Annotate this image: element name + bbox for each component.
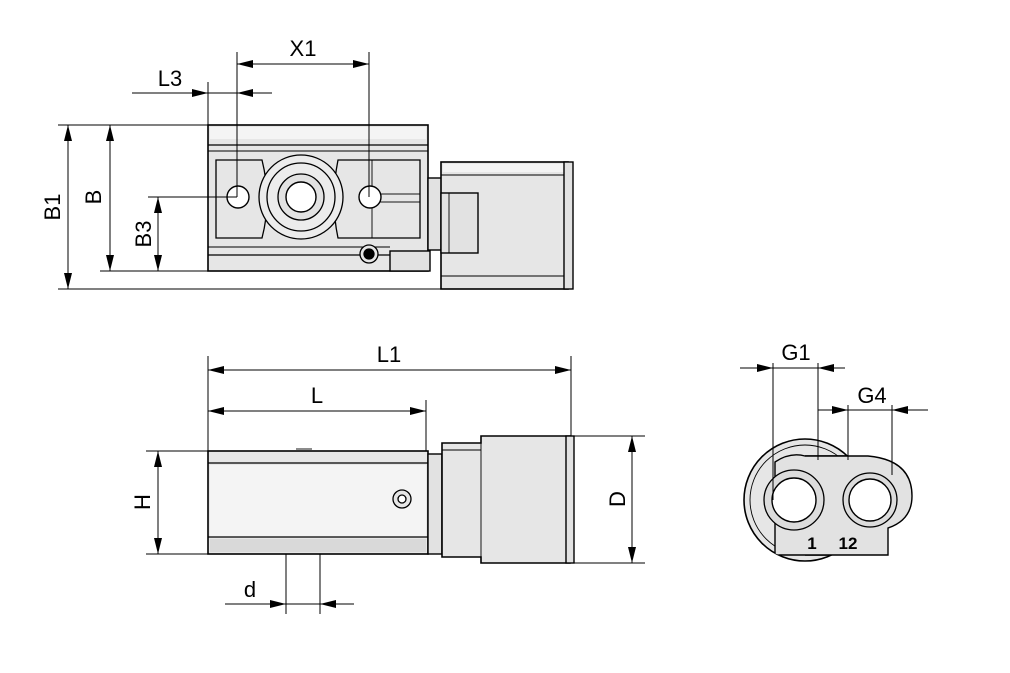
end-port-12-bore — [848, 478, 892, 522]
label-h: H — [130, 494, 155, 510]
label-b3: B3 — [131, 221, 156, 248]
dimension-D: D — [605, 436, 636, 563]
dimension-d: d — [225, 577, 354, 608]
label-l1: L1 — [377, 342, 401, 367]
dimension-x1: X1 — [237, 36, 369, 68]
dimension-b: B — [81, 125, 114, 271]
label-l: L — [311, 383, 323, 408]
dimension-g1: G1 — [740, 340, 845, 372]
dimension-g4: G4 — [818, 383, 928, 414]
label-g1: G1 — [781, 340, 810, 365]
dimension-l: L — [208, 383, 426, 415]
side-view: L1 L H D d — [130, 342, 645, 614]
label-g4: G4 — [857, 383, 886, 408]
label-l3: L3 — [158, 66, 182, 91]
dimension-b1: B1 — [40, 125, 72, 289]
side-neck — [427, 453, 443, 555]
label-d: d — [244, 577, 256, 602]
label-x1: X1 — [290, 36, 317, 61]
port-label-1: 1 — [807, 534, 816, 553]
top-mounting-hole-right — [358, 185, 382, 209]
top-view: X1 L3 B1 B B3 — [40, 36, 574, 290]
label-D: D — [605, 491, 630, 507]
end-port-1-bore — [771, 477, 817, 523]
end-view: 1 12 G1 G4 — [740, 340, 928, 562]
top-neck — [427, 177, 443, 251]
side-coil-housing — [441, 435, 571, 564]
dimension-l3: L3 — [132, 66, 272, 97]
dimension-l1: L1 — [208, 342, 571, 374]
dimension-b3: B3 — [131, 197, 162, 271]
top-center-port-bore — [285, 181, 317, 213]
dimension-h: H — [130, 451, 162, 554]
port-label-12: 12 — [839, 534, 858, 553]
label-b: B — [81, 190, 106, 205]
label-b1: B1 — [40, 194, 65, 221]
